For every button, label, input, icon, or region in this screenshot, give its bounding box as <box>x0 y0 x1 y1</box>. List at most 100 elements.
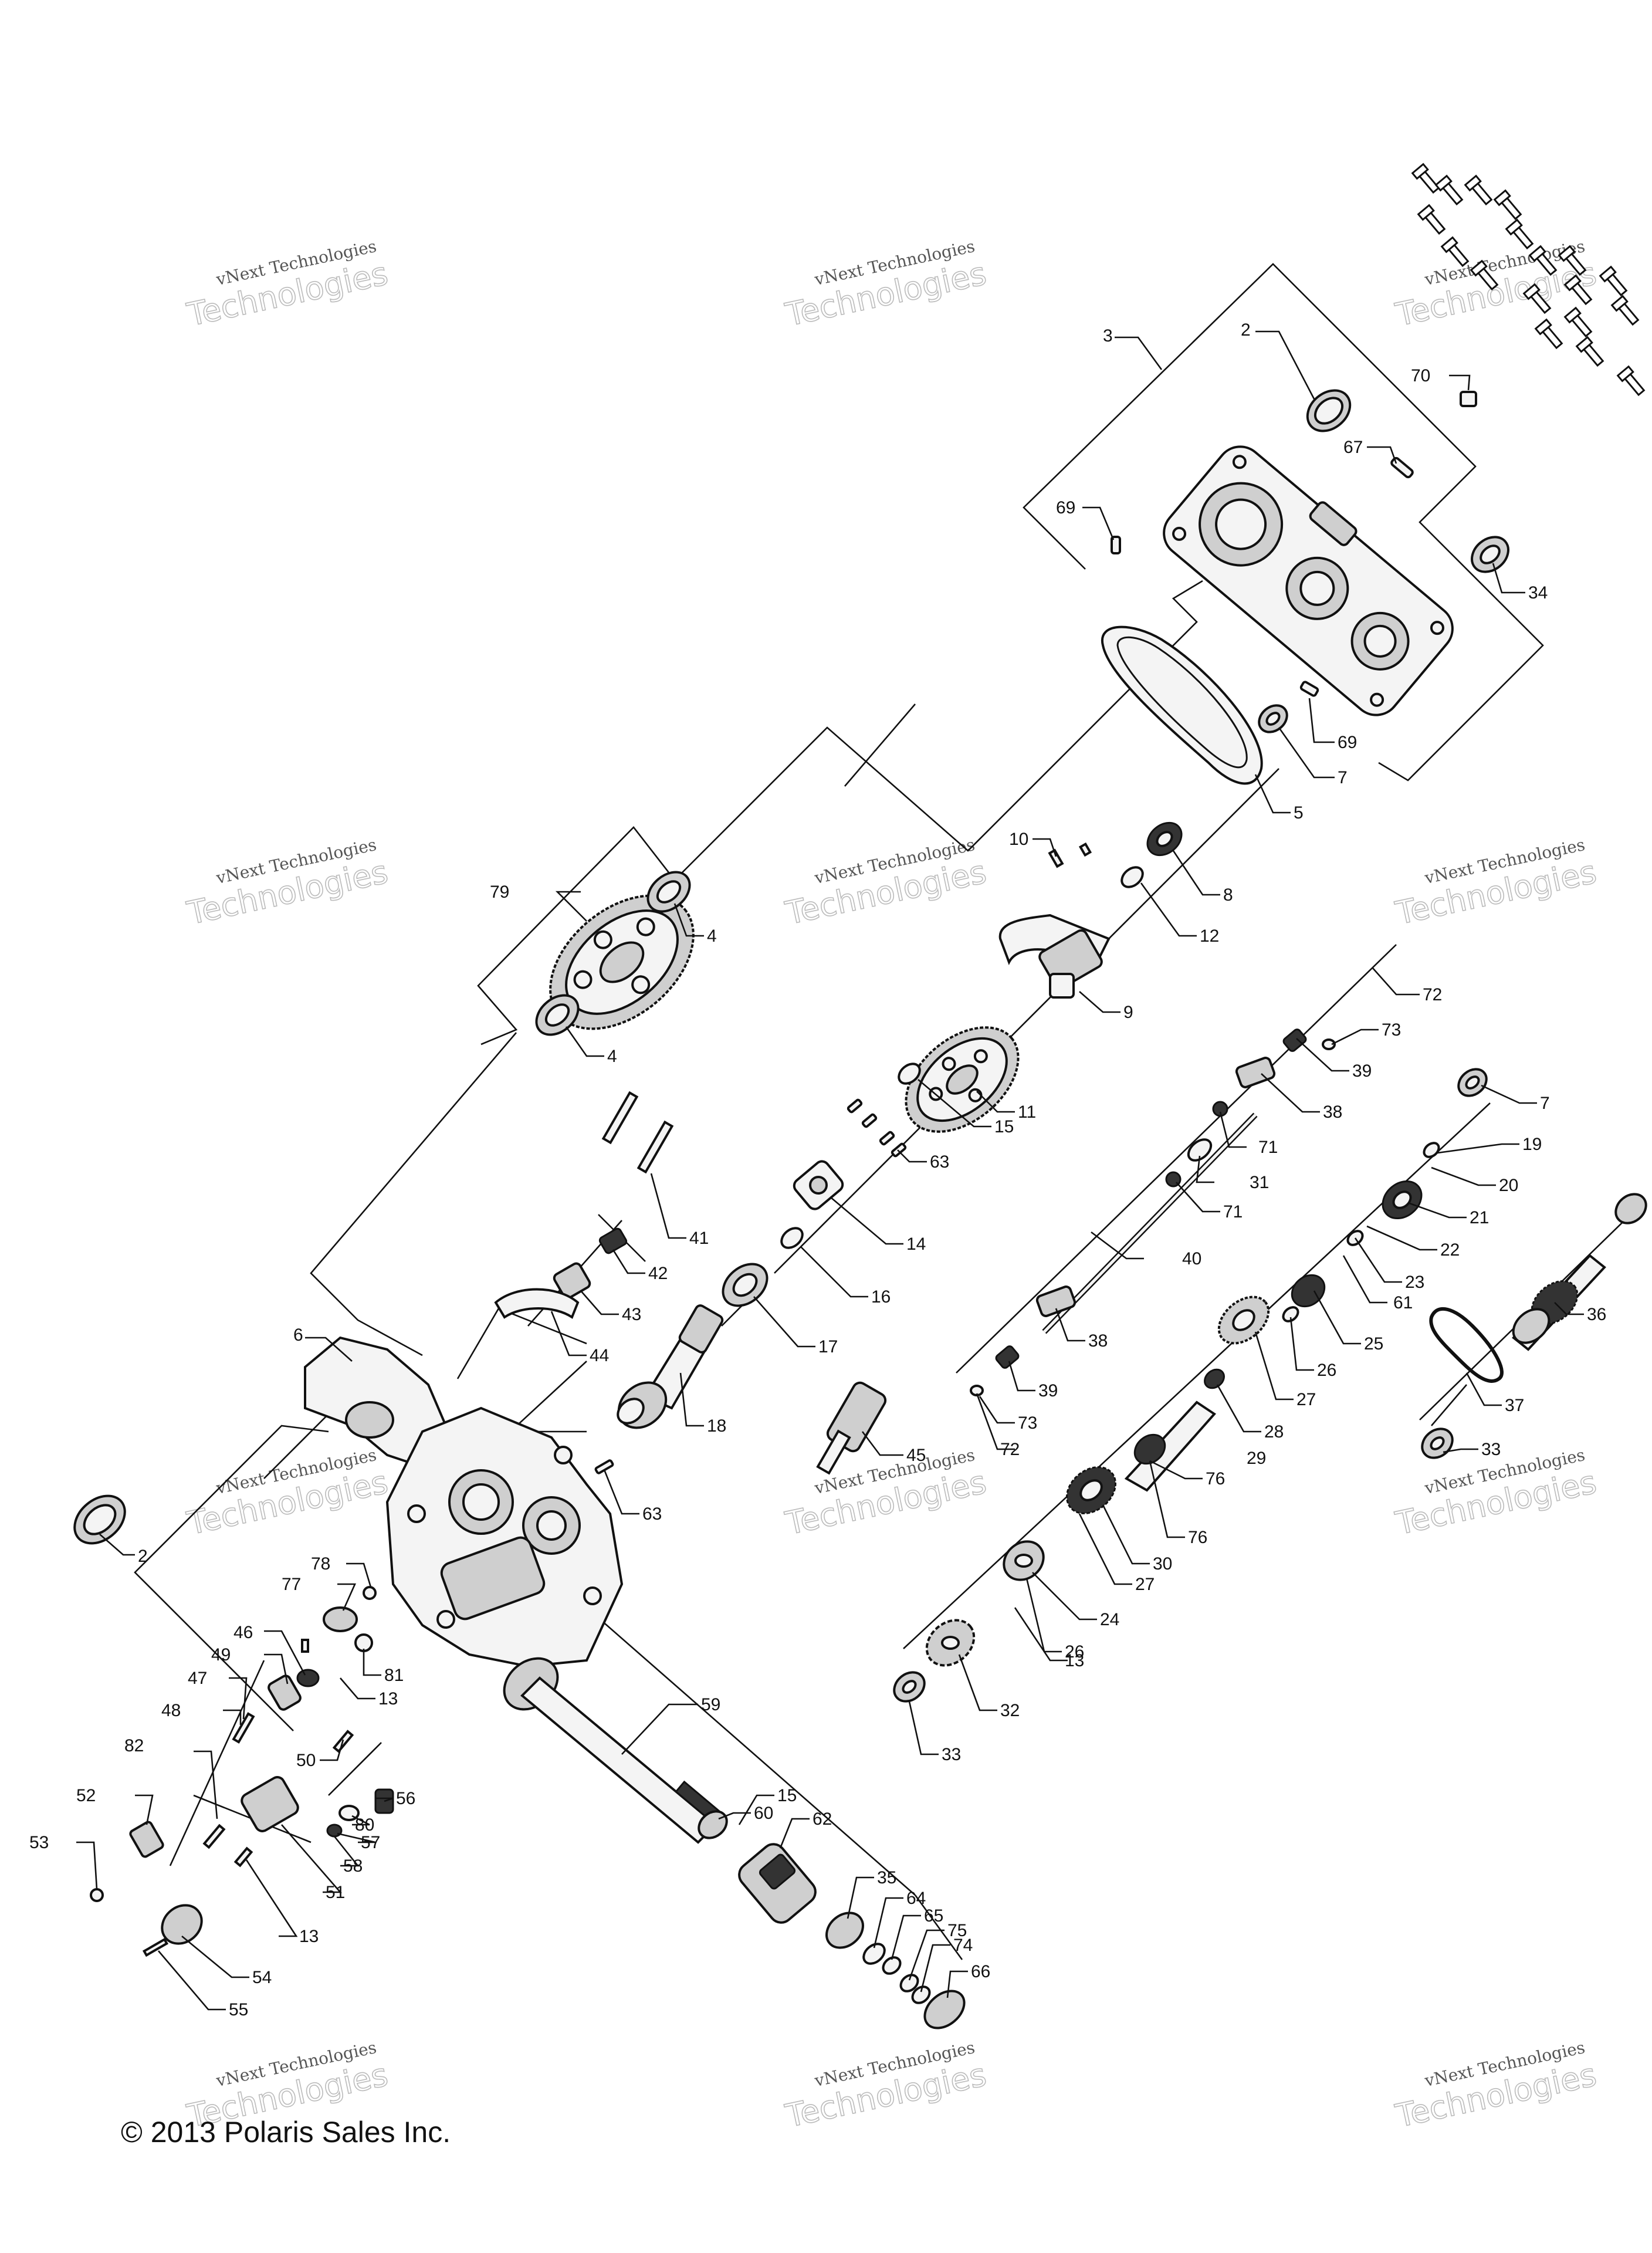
callout-13: 13 <box>1065 1651 1084 1670</box>
callout-55: 55 <box>229 2000 248 2019</box>
callout-47: 47 <box>188 1669 207 1688</box>
callout-10: 10 <box>1009 830 1028 849</box>
nut-icon <box>1460 391 1477 407</box>
bolt-cluster-icon <box>1411 163 1646 397</box>
callout-7: 7 <box>1338 768 1348 787</box>
callout-72: 72 <box>1423 985 1442 1004</box>
bearing-icon <box>722 1263 769 1307</box>
dowel-pin-icon <box>1390 456 1414 479</box>
copyright-notice: © 2013 Polaris Sales Inc. <box>121 2116 451 2149</box>
callout-2: 2 <box>138 1547 148 1566</box>
bearing-icon <box>893 1671 926 1703</box>
assembly-lines <box>134 263 1643 1960</box>
callout-49: 49 <box>211 1645 231 1665</box>
seal-icon <box>1306 389 1352 432</box>
callout-45: 45 <box>906 1446 926 1465</box>
seal-icon <box>73 1494 126 1545</box>
pin-icon <box>594 1459 614 1474</box>
callout-73: 73 <box>1018 1413 1037 1433</box>
countershaft-icon <box>1124 1368 1225 1492</box>
spring-icon <box>598 1227 628 1254</box>
callout-60: 60 <box>754 1804 773 1823</box>
callout-4: 4 <box>607 1047 617 1066</box>
callout-26: 26 <box>1065 1642 1084 1662</box>
callout-63: 63 <box>930 1152 949 1172</box>
callout-19: 19 <box>1522 1135 1542 1154</box>
callout-30: 30 <box>1153 1554 1172 1574</box>
callout-3: 3 <box>1103 326 1113 346</box>
case-cover-icon <box>1163 445 1454 716</box>
callout-61: 61 <box>1393 1293 1413 1312</box>
gear-icon <box>1066 1466 1116 1514</box>
callout-52: 52 <box>76 1786 96 1805</box>
callout-79: 79 <box>490 882 509 902</box>
callout-13: 13 <box>378 1689 398 1709</box>
callout-81: 81 <box>384 1666 404 1685</box>
watermark: vNext Technologies Technologies <box>1392 2038 1600 2135</box>
watermark: vNext Technologies Technologies <box>781 835 990 932</box>
callout-73: 73 <box>1382 1020 1401 1040</box>
watermark: vNext Technologies Technologies <box>781 2038 990 2135</box>
snap-ring-icon <box>862 1943 931 2004</box>
callout-65: 65 <box>924 1906 943 1926</box>
callout-76: 76 <box>1188 1528 1207 1547</box>
callout-26: 26 <box>1317 1361 1336 1380</box>
callout-32: 32 <box>1000 1701 1020 1720</box>
watermark: vNext Technologies Technologies <box>183 835 391 932</box>
callout-35: 35 <box>877 1868 896 1887</box>
shift-fork-icon <box>998 914 1111 999</box>
hub-icon <box>1003 1540 1045 1581</box>
callout-21: 21 <box>1470 1208 1489 1227</box>
differential-icon <box>738 1843 817 1924</box>
callout-75: 75 <box>947 1921 967 1940</box>
callout-69: 69 <box>1338 733 1357 752</box>
callout-77: 77 <box>282 1575 301 1594</box>
callout-39: 39 <box>1352 1061 1372 1081</box>
callout-33: 33 <box>1481 1440 1501 1459</box>
callout-40: 40 <box>1182 1249 1201 1268</box>
callout-17: 17 <box>818 1337 838 1356</box>
callout-15: 15 <box>994 1117 1014 1136</box>
callout-59: 59 <box>701 1695 720 1714</box>
callout-20: 20 <box>1499 1176 1518 1195</box>
callout-53: 53 <box>29 1833 49 1852</box>
callout-33: 33 <box>942 1745 961 1764</box>
spring-icon <box>995 1029 1307 1369</box>
callout-12: 12 <box>1200 926 1219 946</box>
callout-51: 51 <box>326 1883 345 1902</box>
callout-74: 74 <box>953 1936 973 1955</box>
snap-ring-icon <box>780 1227 804 1249</box>
callout-24: 24 <box>1100 1610 1119 1629</box>
callout-9: 9 <box>1123 1003 1133 1022</box>
callout-54: 54 <box>252 1968 272 1987</box>
drive-chain-icon <box>1429 1307 1504 1383</box>
callout-34: 34 <box>1528 583 1548 603</box>
sprocket-icon <box>1146 821 1183 857</box>
bearing-icon <box>1258 704 1288 733</box>
bearing-icon <box>825 1912 864 1949</box>
pin-icon <box>1299 681 1319 697</box>
callout-63: 63 <box>642 1504 662 1524</box>
callout-38: 38 <box>1088 1331 1108 1351</box>
bearing-icon <box>1421 1427 1454 1459</box>
callout-64: 64 <box>906 1889 926 1908</box>
bearing-icon <box>1457 1068 1488 1097</box>
callout-46: 46 <box>233 1623 253 1642</box>
callout-25: 25 <box>1364 1334 1383 1354</box>
callout-70: 70 <box>1411 366 1430 385</box>
callout-23: 23 <box>1405 1273 1424 1292</box>
callout-14: 14 <box>906 1234 926 1254</box>
output-shaft-icon <box>1512 1193 1647 1351</box>
callout-71: 71 <box>1223 1202 1243 1222</box>
callout-16: 16 <box>871 1287 891 1307</box>
bearing-icon <box>646 871 691 913</box>
callout-82: 82 <box>124 1736 144 1755</box>
shift-fork-icon <box>1035 1057 1276 1317</box>
callout-42: 42 <box>648 1264 668 1283</box>
callout-62: 62 <box>813 1809 832 1829</box>
callout-38: 38 <box>1323 1102 1342 1122</box>
callout-18: 18 <box>707 1416 726 1436</box>
callout-27: 27 <box>1296 1390 1316 1409</box>
callout-50: 50 <box>296 1751 316 1770</box>
